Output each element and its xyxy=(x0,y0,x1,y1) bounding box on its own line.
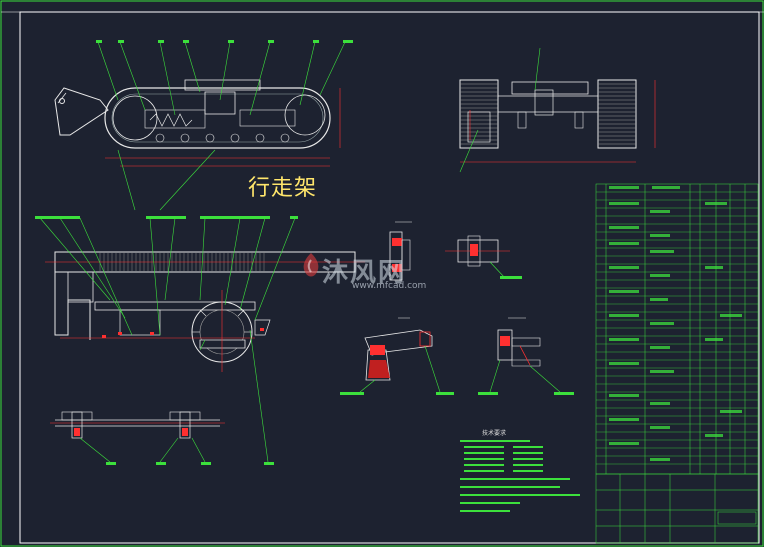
technical-notes-lines xyxy=(460,440,580,512)
title-block xyxy=(595,473,759,544)
walking-frame-side-view xyxy=(35,216,365,372)
drawing-title: 行走架 xyxy=(248,176,318,201)
parts-list-table xyxy=(595,183,759,475)
parts-list-text-marks xyxy=(609,186,742,461)
bottom-bar-detail xyxy=(50,329,274,465)
section-detail-b xyxy=(445,235,522,279)
section-detail-c xyxy=(340,317,454,395)
crawler-side-view xyxy=(54,40,353,211)
watermark-text: 沐风网 xyxy=(322,258,407,288)
crawler-front-view xyxy=(459,47,656,173)
section-detail-d xyxy=(478,317,574,395)
watermark-url: www.mfcad.com xyxy=(352,281,427,291)
technical-notes-title: 技术要求 xyxy=(482,430,507,437)
section-detail-a xyxy=(389,221,412,281)
watermark-logo-icon xyxy=(303,253,319,277)
parts-list-rows xyxy=(596,191,758,465)
